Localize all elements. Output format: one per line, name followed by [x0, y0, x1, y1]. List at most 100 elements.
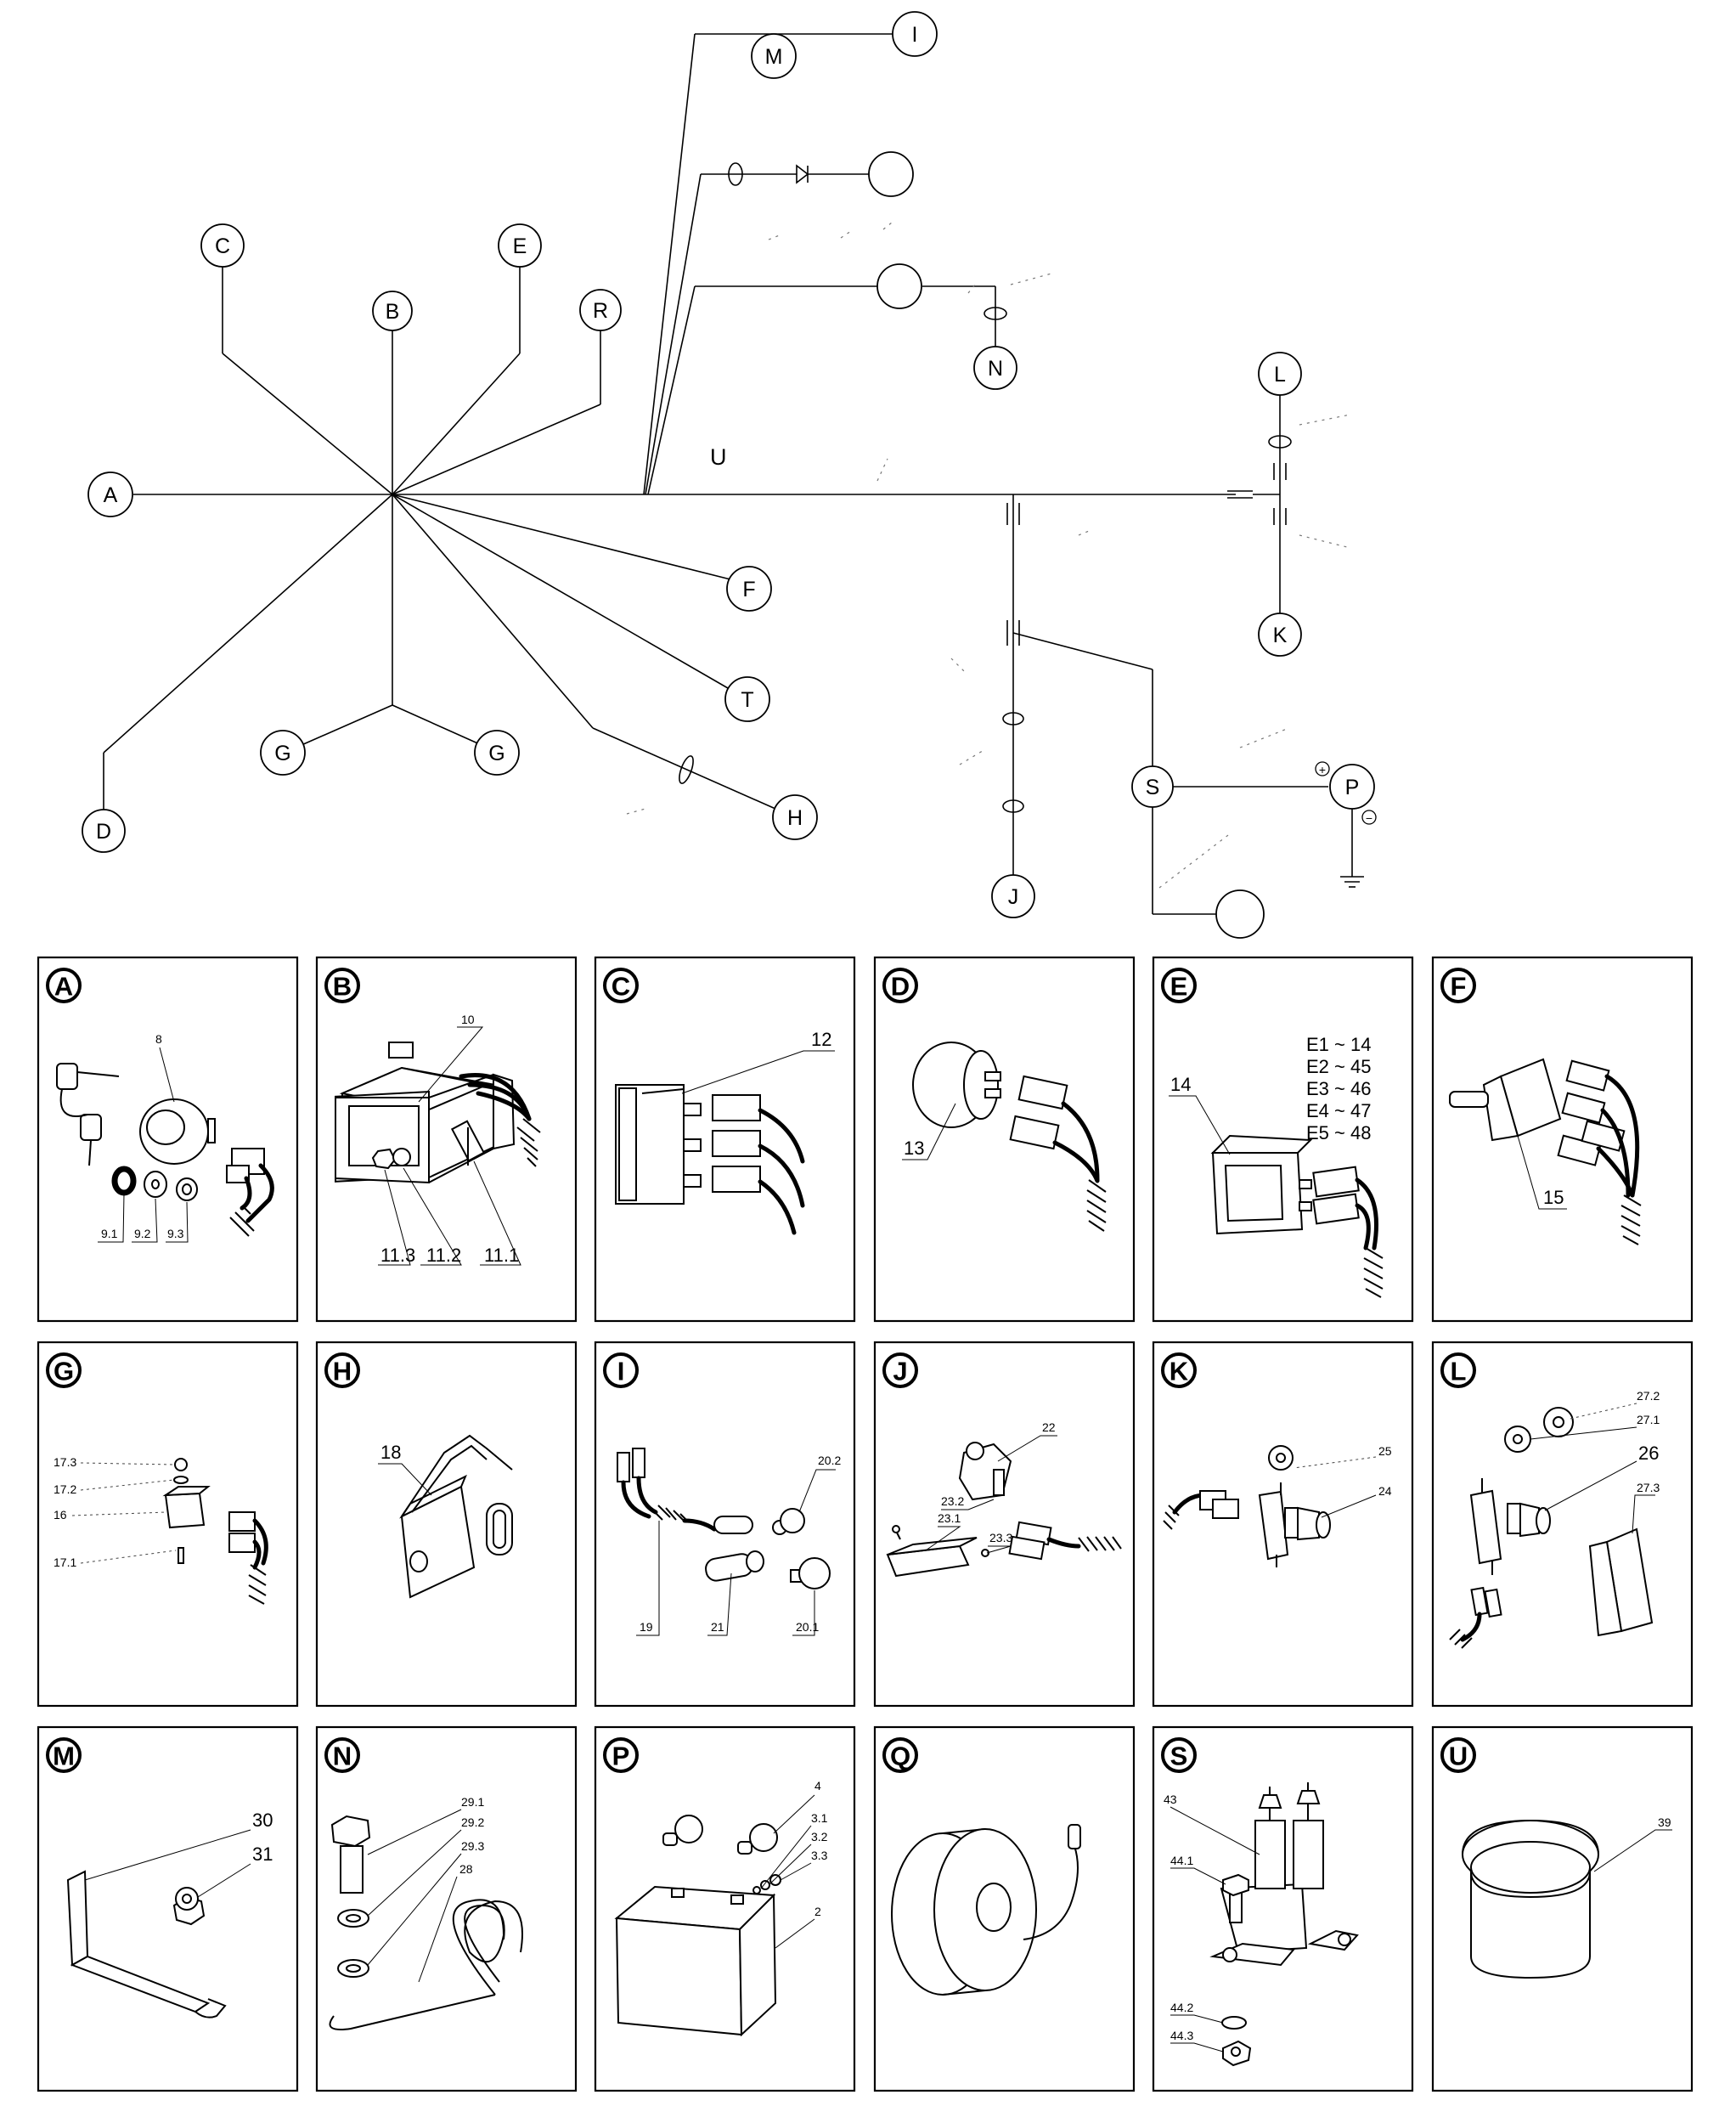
battery-drawing: [614, 1815, 781, 2037]
svg-text:B: B: [386, 300, 400, 324]
toggle-switch-drawing: [1449, 1058, 1642, 1245]
panel-n-badge: N: [324, 1737, 360, 1773]
regulator-drawing: [335, 1042, 541, 1184]
panel-f: F 15: [1431, 956, 1694, 1323]
node-b: B: [372, 291, 413, 331]
panel-l: L 27.2 27.1 26 27.3: [1431, 1341, 1694, 1708]
part-29-1: 29.1: [461, 1795, 484, 1809]
node-t: T: [724, 676, 770, 722]
variant-e2: E2 ~ 45: [1306, 1056, 1371, 1077]
svg-text:G: G: [54, 1357, 74, 1386]
svg-text:J: J: [893, 1357, 907, 1386]
svg-text:D: D: [891, 972, 910, 1002]
panel-n: N 29.1 29.2 29.3 28: [315, 1725, 578, 2092]
svg-text:C: C: [612, 972, 630, 1002]
node-l: L: [1258, 352, 1302, 396]
svg-text:Q: Q: [890, 1742, 910, 1771]
part-18: 18: [380, 1442, 401, 1463]
svg-text:E: E: [513, 234, 527, 258]
panel-q-badge: Q: [882, 1737, 918, 1773]
variant-e4: E4 ~ 47: [1306, 1100, 1371, 1121]
node-d: D: [82, 809, 126, 853]
svg-text:F: F: [1451, 972, 1467, 1002]
part-39: 39: [1658, 1815, 1671, 1829]
node-m: M: [751, 33, 797, 79]
part-27-1: 27.1: [1637, 1413, 1660, 1426]
part-26: 26: [1638, 1443, 1659, 1464]
node-i: I: [892, 11, 938, 57]
panel-p: P 4 3.1 3.2 3.3 2: [594, 1725, 856, 2092]
part-23-3: 23.3: [989, 1531, 1012, 1544]
panel-i: I 20.2 19 21 20.1: [594, 1341, 856, 1708]
diode-plug-drawing: [912, 1042, 1107, 1232]
svg-text:H: H: [333, 1357, 352, 1386]
part-44-3: 44.3: [1170, 2029, 1193, 2042]
part-20-1: 20.1: [796, 1620, 819, 1634]
node-g-right: G: [474, 730, 520, 776]
variant-e1: E1 ~ 14: [1306, 1034, 1371, 1055]
panel-e: E E1 ~ 14 E2 ~ 45 E3 ~ 46 E4 ~ 47 E5 ~ 4…: [1152, 956, 1414, 1323]
node-s: S: [1131, 765, 1174, 808]
svg-text:+: +: [1319, 763, 1326, 776]
svg-text:N: N: [988, 357, 1003, 381]
part-12: 12: [811, 1029, 831, 1050]
part-8: 8: [155, 1032, 162, 1046]
svg-text:P: P: [612, 1742, 630, 1771]
buzzer-drawing: [891, 1824, 1081, 1996]
panel-k: K 25 24: [1152, 1341, 1414, 1708]
svg-text:−: −: [1366, 811, 1372, 825]
svg-text:N: N: [333, 1742, 352, 1771]
node-diode-lamp: [868, 151, 914, 197]
panel-g: G 17.3 17.2 16 17.1: [37, 1341, 299, 1708]
part-43: 43: [1164, 1793, 1177, 1806]
node-blank: [1215, 889, 1265, 939]
push-switch-drawing: [1163, 1445, 1331, 1567]
panel-e-badge: E: [1161, 968, 1197, 1003]
part-3-2: 3.2: [811, 1830, 828, 1843]
part-14: 14: [1170, 1074, 1191, 1095]
svg-text:M: M: [765, 45, 783, 69]
grommet-drawing: [1461, 1819, 1600, 1979]
part-29-3: 29.3: [461, 1839, 484, 1853]
part-9-2: 9.2: [134, 1227, 151, 1240]
panel-u-badge: U: [1440, 1737, 1476, 1773]
svg-text:L: L: [1274, 363, 1286, 387]
svg-text:T: T: [741, 688, 753, 712]
part-23-2: 23.2: [941, 1494, 964, 1508]
node-a: A: [87, 471, 133, 517]
panel-b-badge: B: [324, 968, 360, 1003]
svg-text:I: I: [617, 1357, 625, 1386]
part-16: 16: [54, 1508, 67, 1522]
node-f: F: [726, 566, 772, 612]
part-11-2: 11.2: [426, 1245, 461, 1266]
part-3-1: 3.1: [811, 1811, 828, 1825]
variant-e3: E3 ~ 46: [1306, 1078, 1371, 1099]
panel-m-badge: M: [46, 1737, 82, 1773]
seat-switch-drawing: [399, 1434, 513, 1599]
part-20-2: 20.2: [818, 1454, 841, 1467]
rocker-switch-drawing: [1210, 1134, 1384, 1298]
part-15: 15: [1543, 1187, 1564, 1208]
part-27-2: 27.2: [1637, 1389, 1660, 1403]
svg-text:E: E: [1170, 972, 1188, 1002]
panel-h-badge: H: [324, 1352, 360, 1388]
part-13: 13: [904, 1138, 924, 1159]
panel-d-badge: D: [882, 968, 918, 1003]
node-c: C: [200, 223, 245, 268]
svg-text:K: K: [1170, 1357, 1189, 1386]
battery-minus-symbol: −: [1361, 810, 1377, 825]
svg-text:G: G: [274, 742, 290, 765]
part-31: 31: [252, 1843, 273, 1865]
part-28: 28: [459, 1862, 473, 1876]
svg-text:J: J: [1008, 885, 1019, 909]
part-29-2: 29.2: [461, 1815, 484, 1829]
svg-text:A: A: [104, 483, 118, 507]
panel-a-badge: A: [46, 968, 82, 1003]
part-44-2: 44.2: [1170, 2001, 1193, 2014]
svg-text:P: P: [1345, 776, 1360, 799]
panel-i-badge: I: [603, 1352, 639, 1388]
part-25: 25: [1378, 1444, 1392, 1458]
part-10: 10: [461, 1013, 475, 1026]
svg-text:K: K: [1273, 624, 1288, 647]
svg-text:L: L: [1451, 1357, 1467, 1386]
